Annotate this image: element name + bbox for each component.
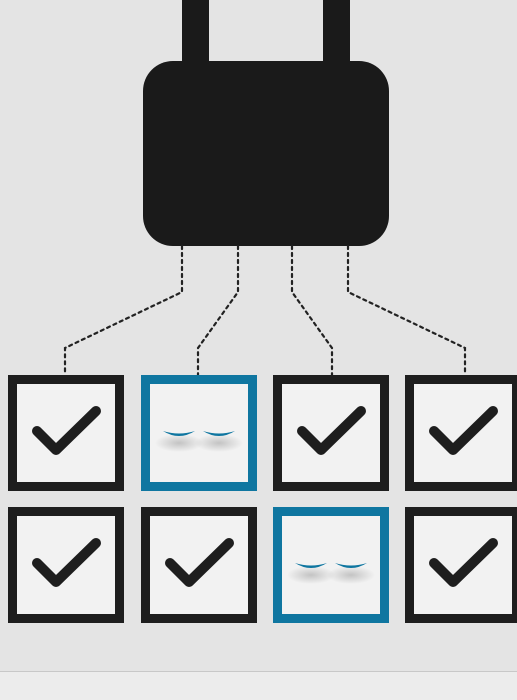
checkmark-icon: [297, 406, 366, 455]
closed-eye-left: [295, 563, 327, 568]
hub-block-icon: [143, 0, 389, 246]
eye-shadow-left: [287, 566, 335, 584]
hub-connectors: [63, 244, 467, 377]
checked-box-2-1: [8, 507, 124, 623]
eye-shadow-right: [195, 434, 243, 452]
checked-box-1-3: [273, 375, 389, 491]
hub-handle-left: [182, 0, 209, 70]
checked-box-1-4: [405, 375, 517, 491]
eye-shadow-right: [327, 566, 375, 584]
box-frame: [273, 375, 389, 491]
checkmark-icon: [32, 406, 101, 455]
checkmark-icon: [429, 406, 498, 455]
box-frame: [141, 507, 257, 623]
checkmark-icon: [165, 538, 234, 587]
sleeping-box-2-3: [273, 507, 389, 623]
checkbox-grid: [8, 375, 517, 623]
box-frame: [405, 507, 517, 623]
checkmark-icon: [32, 538, 101, 587]
checked-box-2-2: [141, 507, 257, 623]
connector-line-2: [196, 244, 240, 377]
footer-band: [0, 672, 517, 700]
box-frame: [273, 507, 389, 623]
checked-box-1-1: [8, 375, 124, 491]
connector-line-4: [346, 244, 467, 377]
checked-box-2-4: [405, 507, 517, 623]
bottom-divider: [0, 671, 517, 672]
eye-shadow-left: [155, 434, 203, 452]
connector-line-1: [63, 244, 184, 377]
box-frame: [405, 375, 517, 491]
checkmark-icon: [429, 538, 498, 587]
box-frame: [141, 375, 257, 491]
sleeping-box-1-2: [141, 375, 257, 491]
connector-line-3: [290, 244, 334, 377]
box-frame: [8, 507, 124, 623]
closed-eyes-icon: [155, 431, 243, 452]
hub-body: [143, 61, 389, 246]
closed-eye-left: [163, 431, 195, 436]
closed-eyes-icon: [287, 563, 375, 584]
closed-eye-right: [335, 563, 367, 568]
closed-eye-right: [203, 431, 235, 436]
hub-handle-right: [323, 0, 350, 70]
box-frame: [8, 375, 124, 491]
